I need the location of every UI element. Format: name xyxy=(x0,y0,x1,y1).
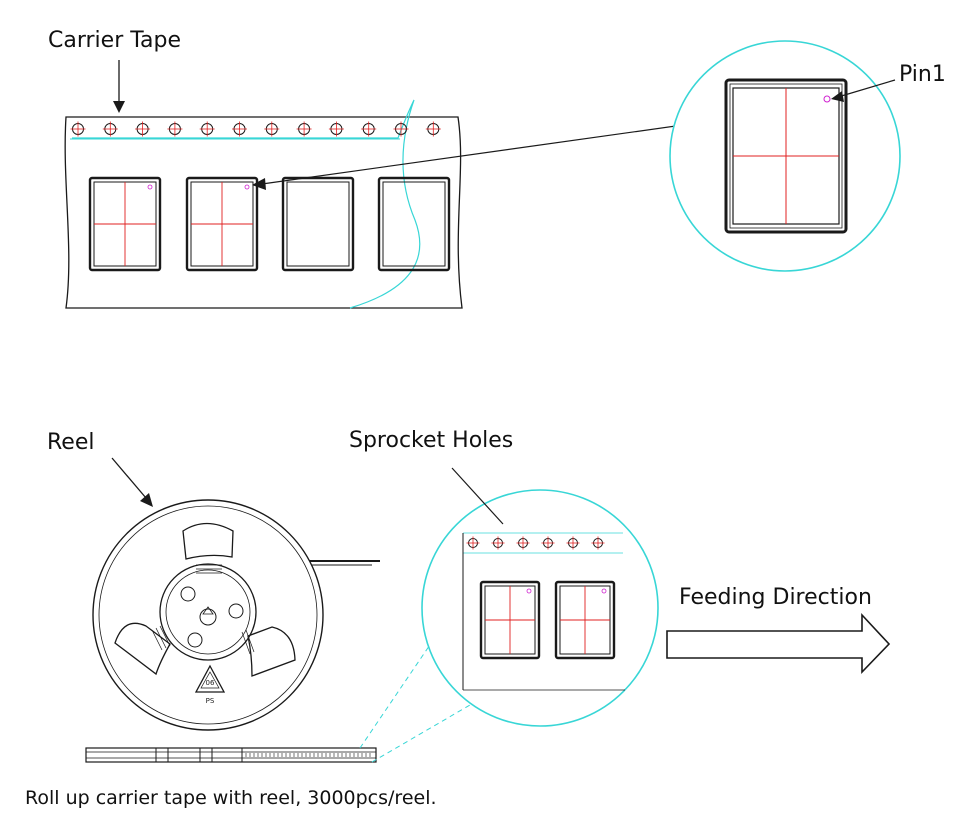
sprocket-hole xyxy=(199,121,215,137)
sprocket-hole xyxy=(466,536,480,550)
sprocket-hole xyxy=(264,121,280,137)
recycle-code: 06 xyxy=(206,679,215,687)
sprocket-hole xyxy=(232,121,247,137)
recycle-material: PS xyxy=(206,697,215,705)
sprocket-hole xyxy=(541,536,555,550)
pocket xyxy=(281,176,355,272)
reel-arrow xyxy=(111,457,153,507)
sprocket-hole xyxy=(516,536,530,550)
zoomed-pocket xyxy=(724,78,848,234)
sprocket-hole xyxy=(491,536,505,550)
sprocket-hole xyxy=(566,536,580,550)
pocket xyxy=(88,176,162,272)
sprocket-hole xyxy=(591,536,605,550)
pocket xyxy=(554,580,616,660)
pocket-zoom-circle xyxy=(669,40,901,272)
pocket-row-zoomed xyxy=(479,580,616,660)
reel-label: Reel xyxy=(47,430,95,455)
zoom-leader-lines xyxy=(359,629,471,763)
carrier-tape-label: Carrier Tape xyxy=(48,28,182,53)
feeding-direction-arrow-icon xyxy=(666,612,891,674)
carrier-tape-strip xyxy=(64,99,463,309)
pin1-arrow xyxy=(831,79,896,102)
sprocket-hole xyxy=(296,121,312,137)
pocket-row xyxy=(88,176,451,272)
sprocket-hole xyxy=(102,121,118,137)
sprocket-hole-row-zoomed xyxy=(466,536,605,550)
pocket xyxy=(377,176,451,272)
carrier-tape-arrow xyxy=(113,60,125,113)
caption-text: Roll up carrier tape with reel, 3000pcs/… xyxy=(25,787,437,809)
sprocket-zoom-circle xyxy=(421,489,659,727)
feeding-direction-label: Feeding Direction xyxy=(679,585,872,610)
recycle-symbol-icon: 06 PS xyxy=(194,664,226,705)
sprocket-hole xyxy=(393,121,409,137)
pocket xyxy=(185,176,259,272)
sprocket-hole xyxy=(328,121,344,137)
sprocket-holes-label: Sprocket Holes xyxy=(349,428,514,453)
sprocket-hole xyxy=(135,121,151,137)
sprocket-hole-row xyxy=(70,121,441,137)
sprocket-holes-pointer xyxy=(451,467,504,525)
sprocket-hole xyxy=(361,121,377,137)
reel xyxy=(92,499,380,731)
pin1-label: Pin1 xyxy=(899,62,946,87)
sprocket-hole xyxy=(425,121,441,137)
sprocket-hole xyxy=(167,121,183,137)
sprocket-hole xyxy=(70,121,86,137)
zoom-pointer-arrow xyxy=(252,123,691,190)
pocket xyxy=(479,580,541,660)
reel-side-view xyxy=(85,747,377,763)
